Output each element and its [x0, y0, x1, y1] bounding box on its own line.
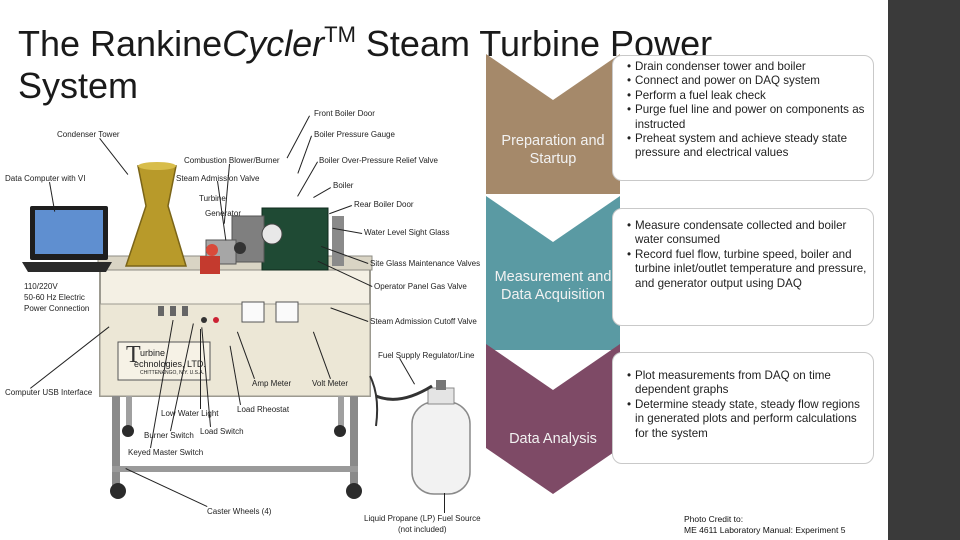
chevron-shape — [486, 54, 620, 194]
credit-line-2: ME 4611 Laboratory Manual: Experiment 5 — [684, 525, 846, 535]
step-measurement-box: Measure condensate collected and boiler … — [612, 208, 874, 326]
label-power-connection: 110/220V 50-60 Hz Electric Power Connect… — [24, 282, 90, 313]
label-site-glass: Site Glass Maintenance Valves — [370, 259, 481, 268]
label-gas-valve: Operator Panel Gas Valve — [374, 282, 467, 291]
label-fuel-regulator: Fuel Supply Regulator/Line — [378, 351, 475, 360]
step-label: Data Analysis — [509, 431, 597, 447]
label-relief-valve: Boiler Over-Pressure Relief Valve — [319, 156, 439, 165]
label-front-boiler-door: Front Boiler Door — [314, 109, 375, 118]
label-combustion-blower: Combustion Blower/Burner — [184, 156, 280, 165]
credit-line-1: Photo Credit to: — [684, 514, 744, 524]
label-cutoff-valve: Steam Admission Cutoff Valve — [370, 317, 477, 326]
chevron-shape — [486, 196, 620, 350]
brand-line-2: echnologies, LTD. — [134, 359, 206, 369]
step-measurement-chevron: Measurement and Data Acquisition — [486, 196, 620, 350]
label-propane: Liquid Propane (LP) Fuel Source (not inc… — [364, 514, 481, 534]
label-boiler: Boiler — [333, 181, 354, 190]
step-preparation-box: Drain condenser tower and boiler Connect… — [612, 55, 874, 181]
title-text: The Rankine — [18, 23, 223, 64]
brand-line-3: CHITTENANGO, N.Y. U.S.A. — [140, 370, 205, 376]
label-volt-meter: Volt Meter — [312, 379, 349, 388]
label-caster-wheels: Caster Wheels (4) — [207, 507, 272, 516]
title-line-2: System — [18, 65, 139, 106]
svg-text:T: T — [126, 342, 141, 368]
step-label: Measurement and Data Acquisition — [494, 269, 612, 303]
label-steam-admission-valve: Steam Admission Valve — [176, 174, 260, 183]
step-label: Preparation and Startup — [501, 133, 605, 167]
bullet: Perform a fuel leak check — [627, 89, 867, 104]
bullet: Record fuel flow, turbine speed, boiler … — [627, 248, 867, 291]
label-load-rheostat: Load Rheostat — [237, 405, 290, 414]
bullet: Purge fuel line and power on components … — [627, 103, 867, 132]
label-load-switch: Load Switch — [200, 427, 244, 436]
slide-title: The RankineCyclerTM Steam Turbine Power … — [18, 14, 818, 107]
bullet: Drain condenser tower and boiler — [627, 60, 867, 75]
step-preparation-chevron: Preparation and Startup — [486, 54, 620, 194]
label-generator: Generator — [205, 209, 242, 218]
rankine-cycler-photo: T Front Boiler Door Boiler Pressure Gaug… — [0, 96, 488, 540]
label-water-level: Water Level Sight Glass — [364, 228, 450, 237]
step-analysis-box: Plot measurements from DAQ on time depen… — [612, 352, 874, 464]
label-burner-switch: Burner Switch — [144, 431, 194, 440]
step-analysis-chevron: Data Analysis — [486, 344, 620, 494]
label-data-computer: Data Computer with VI — [5, 174, 86, 183]
right-sidebar-band — [888, 0, 960, 540]
trademark: TM — [324, 22, 356, 47]
label-usb-interface: Computer USB Interface — [5, 388, 93, 397]
equipment-illustration: T — [22, 162, 471, 499]
label-keyed-master: Keyed Master Switch — [128, 448, 204, 457]
brand-line-1: urbine — [140, 348, 166, 358]
label-rear-boiler-door: Rear Boiler Door — [354, 200, 414, 209]
bullet: Measure condensate collected and boiler … — [627, 219, 867, 248]
photo-credit: Photo Credit to: ME 4611 Laboratory Manu… — [684, 514, 845, 536]
label-amp-meter: Amp Meter — [252, 379, 292, 388]
bullet: Connect and power on DAQ system — [627, 74, 867, 89]
bullet: Plot measurements from DAQ on time depen… — [627, 369, 867, 398]
chevron-shape — [486, 344, 620, 494]
title-italic-text: Cycler — [222, 23, 325, 64]
label-turbine: Turbine — [199, 194, 226, 203]
label-condenser-tower: Condenser Tower — [57, 130, 120, 139]
bullet: Preheat system and achieve steady state … — [627, 132, 867, 161]
label-low-water-light: Low Water Light — [161, 409, 219, 418]
propane-tank-shape — [411, 401, 471, 495]
bullet: Determine steady state, steady flow regi… — [627, 398, 867, 441]
label-boiler-pressure-gauge: Boiler Pressure Gauge — [314, 130, 395, 139]
